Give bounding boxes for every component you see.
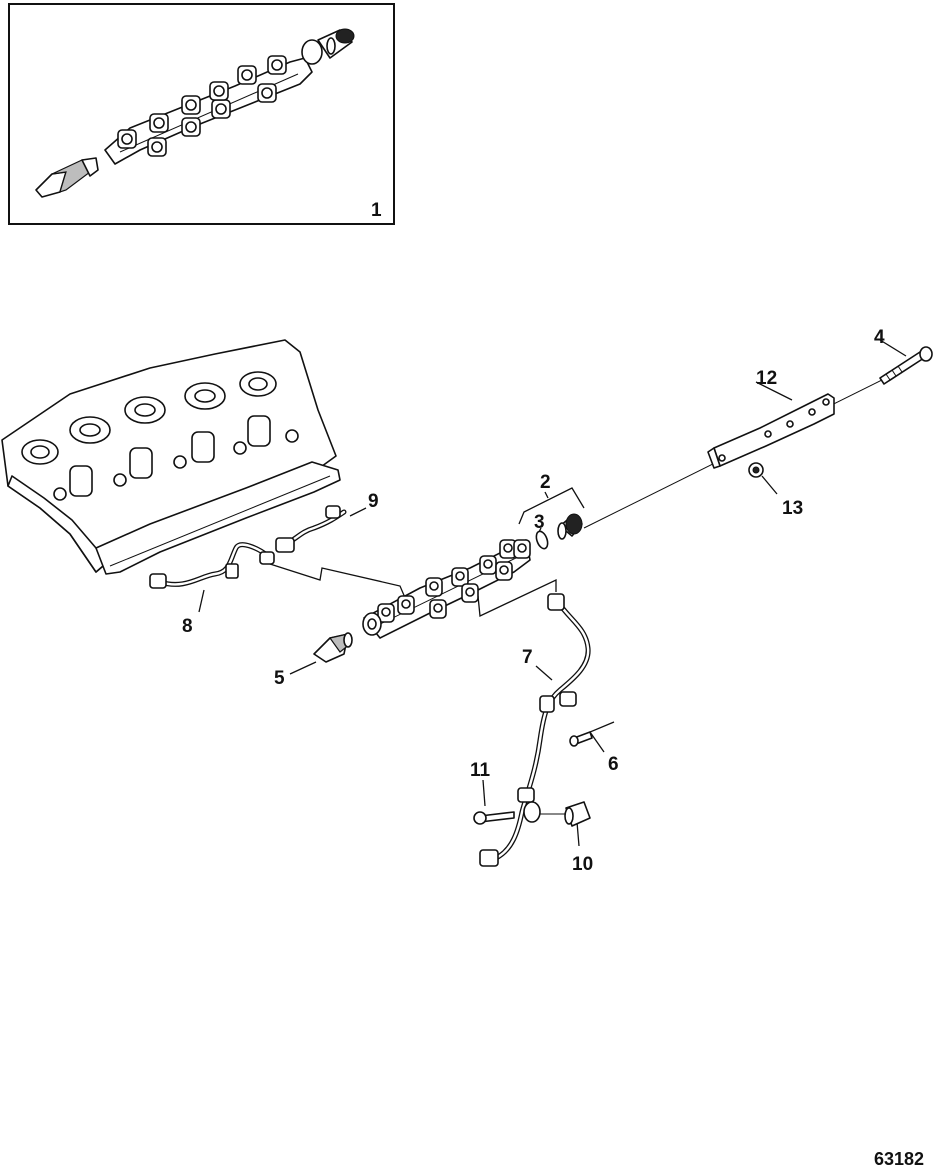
cylinder-head <box>1 339 341 575</box>
bolt-4 <box>879 346 933 385</box>
cylinder-head-ports <box>21 371 299 501</box>
callout-4: 4 <box>874 327 885 348</box>
callout-5: 5 <box>274 668 285 689</box>
callout-7: 7 <box>522 647 533 668</box>
nut-13 <box>748 462 764 478</box>
callout-1: 1 <box>371 200 382 221</box>
screw-6 <box>569 731 593 747</box>
callout-6: 6 <box>608 754 619 775</box>
fuel-rail <box>362 539 531 639</box>
wiring-harness-8 <box>149 542 275 589</box>
callout-10: 10 <box>572 854 593 875</box>
figure-id: 63182 <box>874 1149 924 1169</box>
spacer-10 <box>540 801 591 827</box>
mounting-bracket-12 <box>707 393 835 469</box>
inset-rail-body <box>104 55 313 165</box>
inset-relief-valve <box>301 28 355 65</box>
inset-fuel-rail-assembly: 1 <box>8 3 395 225</box>
screw-11 <box>473 811 515 825</box>
callout-12: 12 <box>756 368 777 389</box>
callout-8: 8 <box>182 616 193 637</box>
wiring-harness-9 <box>275 505 347 553</box>
inset-pressure-sensor <box>35 157 99 198</box>
callout-3: 3 <box>534 512 545 533</box>
callout-2: 2 <box>540 472 551 493</box>
callout-9: 9 <box>368 491 379 512</box>
callout-11: 11 <box>470 760 491 781</box>
fuel-rail-bosses <box>377 539 531 623</box>
o-ring-3 <box>535 530 549 550</box>
pressure-sensor-5 <box>313 632 353 663</box>
pressure-relief-valve-2 <box>557 513 583 540</box>
callout-13: 13 <box>782 498 803 519</box>
wiring-harness-7 <box>479 593 591 867</box>
